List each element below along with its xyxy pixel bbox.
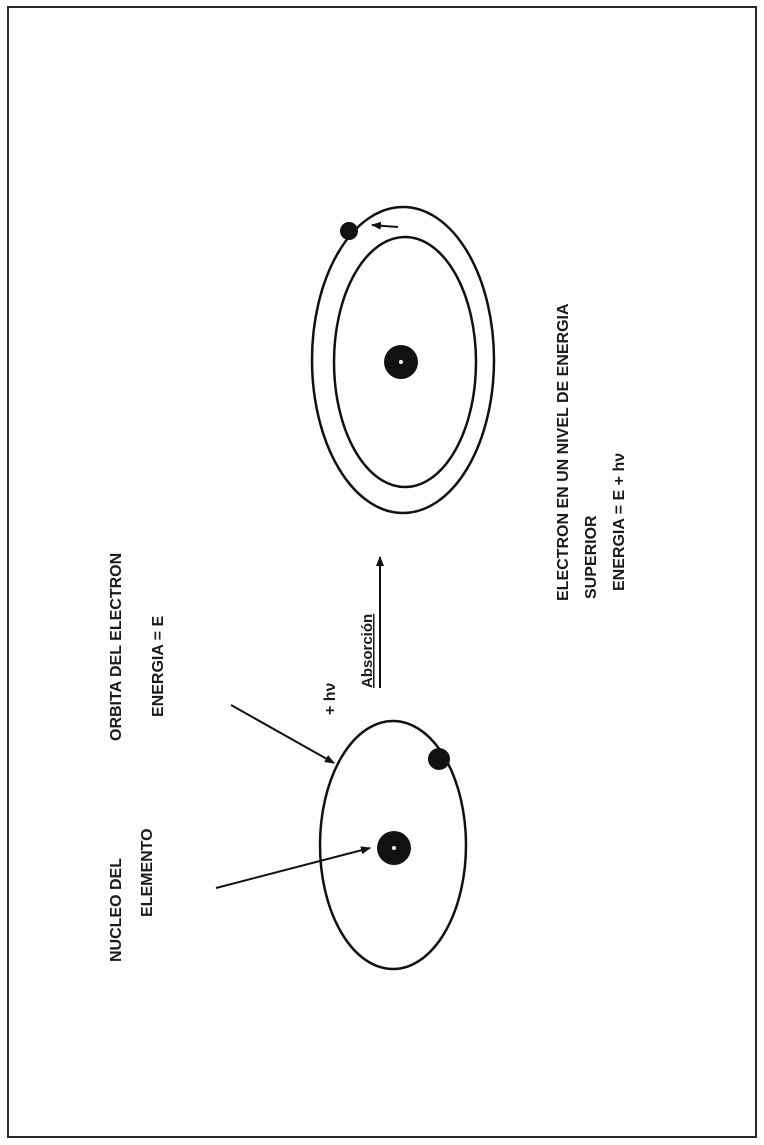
excited-state-nucleus-dot [399, 360, 403, 364]
nucleus-pointer-arrow [216, 848, 370, 888]
orbit-pointer-arrow [231, 705, 334, 763]
excited-state-electron [340, 222, 358, 240]
excited-label-line1: ELECTRON EN UN NIVEL DE ENERGIA [555, 303, 572, 601]
ground-state-atom [320, 721, 466, 969]
absorption-label: Absorción [359, 614, 376, 688]
orbit-label-line2: ENERGIA = E [150, 615, 167, 717]
orbit-label-line1: ORBITA DEL ELECTRON [108, 553, 125, 741]
excited-label-line2: SUPERIOR [583, 515, 600, 599]
excited-label-line3: ENERGIA = E + hν [611, 453, 628, 591]
ground-state-electron [428, 748, 450, 770]
ground-state-nucleus-dot [392, 846, 396, 850]
nucleus-label-line2: ELEMENTO [139, 828, 156, 917]
photon-label: + hν [322, 682, 339, 715]
nucleus-label-line1: NUCLEO DEL [108, 858, 125, 962]
electron-motion-arrow [372, 225, 398, 227]
excited-state-atom [312, 207, 494, 513]
